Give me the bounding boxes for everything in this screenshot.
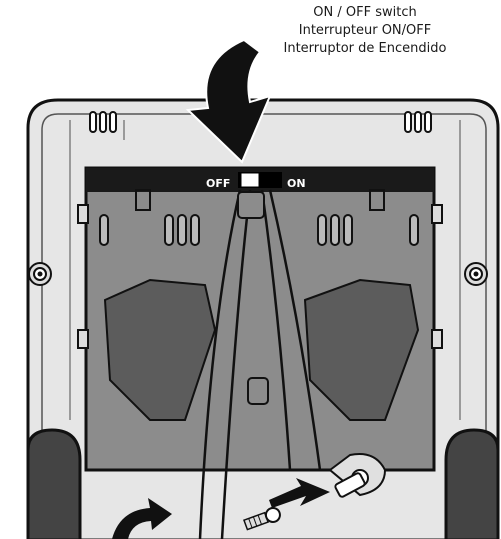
top-right-vents	[405, 112, 431, 132]
right-wheel	[446, 430, 498, 539]
switch-off-label: OFF	[206, 177, 230, 191]
cable-clip-top	[238, 192, 264, 218]
left-bolt-icon	[29, 263, 51, 285]
left-wheel	[28, 430, 80, 539]
top-left-vents	[90, 112, 116, 132]
cable-clip-mid	[248, 378, 268, 404]
right-bolt-icon	[465, 263, 487, 285]
switch-knob[interactable]	[242, 174, 258, 186]
switch-on-label: ON	[287, 177, 306, 191]
